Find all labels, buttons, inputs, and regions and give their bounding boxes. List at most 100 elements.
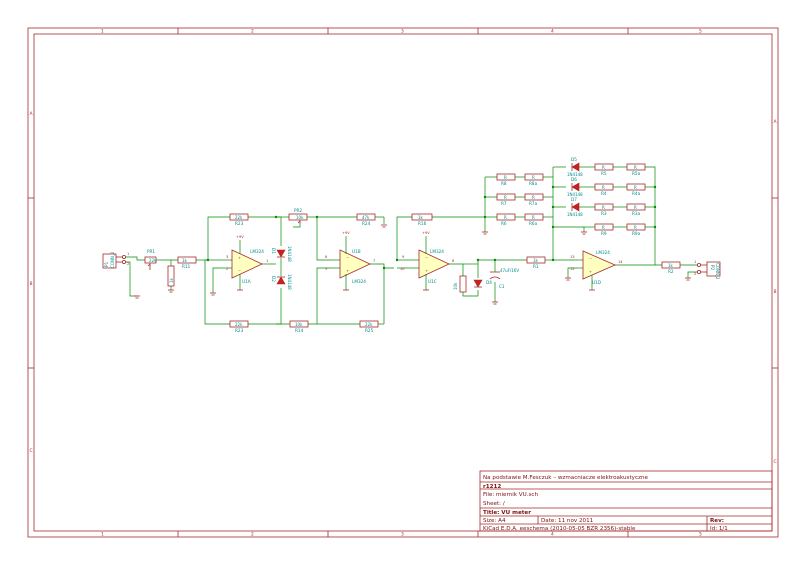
- resistor-r8[interactable]: R R8: [496, 173, 516, 186]
- resistor-r25[interactable]: 22k R25: [359, 320, 379, 333]
- connector-p2[interactable]: P2 CONN_2 1 2: [694, 260, 721, 280]
- resistor-r11[interactable]: 1k R11: [177, 256, 197, 269]
- resistor-r6a[interactable]: R R6a: [524, 213, 544, 226]
- wires: [126, 166, 697, 325]
- svg-text:3: 3: [226, 255, 228, 259]
- pr2-value: 10k: [296, 215, 304, 220]
- svg-text:R: R: [634, 205, 637, 210]
- title-block-date: Date: 11 nov 2011: [541, 518, 594, 524]
- potentiometer-pr1[interactable]: PR1 22k: [144, 249, 157, 270]
- resistor-r24[interactable]: 47k R24: [356, 213, 376, 226]
- r14-value: 10k: [295, 322, 303, 327]
- diode-d4[interactable]: D4: [473, 279, 492, 288]
- r2-value: 1k: [668, 263, 674, 268]
- svg-text:R3: R3: [601, 211, 607, 216]
- r24-value: 47k: [362, 215, 370, 220]
- svg-text:R4a: R4a: [632, 191, 641, 196]
- gnd-symbol-p1: [134, 295, 140, 299]
- diode-d6[interactable]: D6 1N4148: [567, 177, 583, 197]
- power-u1b: +9V: [342, 231, 350, 291]
- capacitor-c1[interactable]: 47uF/16V C1: [489, 268, 519, 289]
- diode-d2[interactable]: 1N4148 D2: [271, 274, 292, 290]
- svg-text:9: 9: [402, 255, 405, 259]
- svg-text:R4: R4: [601, 191, 607, 196]
- title-block-title: Title: VU meter: [483, 510, 531, 516]
- r24-ref: R24: [362, 221, 371, 226]
- diode-d7[interactable]: D7 1N4148: [567, 197, 583, 217]
- resistor-r23-top[interactable]: 22k R23: [229, 213, 249, 226]
- resistor-r1[interactable]: 1k R1: [526, 256, 546, 269]
- resistor-r16[interactable]: 1k R16: [411, 213, 433, 226]
- potentiometer-pr2[interactable]: PR2 10k: [288, 208, 308, 224]
- c1-value: 47uF/16V: [500, 268, 519, 273]
- svg-text:+: +: [589, 270, 592, 274]
- svg-text:R3a: R3a: [632, 211, 641, 216]
- title-block-rev: Rev:: [710, 518, 724, 524]
- r26-value: 10k: [453, 282, 458, 290]
- resistor-r5[interactable]: R R5: [594, 163, 614, 176]
- resistor-r3[interactable]: R R3: [594, 203, 614, 216]
- svg-text:R6a: R6a: [529, 221, 538, 226]
- svg-text:R7a: R7a: [529, 201, 538, 206]
- svg-text:1N4148: 1N4148: [567, 192, 583, 197]
- resistor-r26[interactable]: 10k: [453, 275, 467, 293]
- p1-value: CONN_2: [110, 251, 115, 268]
- diode-d1[interactable]: 1N4148 D1: [271, 246, 292, 262]
- resistor-r2[interactable]: 1k R2: [661, 261, 681, 274]
- svg-text:R6: R6: [501, 221, 507, 226]
- u1c-ref: U1C: [428, 279, 437, 284]
- gnd-symbol-r24: [381, 224, 387, 228]
- p1-pin-2: 2: [127, 262, 129, 266]
- svg-text:+: +: [346, 269, 349, 273]
- u1b-value: LM324: [352, 279, 366, 284]
- d4-ref: D4: [486, 280, 492, 285]
- r16-ref: R16: [418, 221, 427, 226]
- svg-text:R5: R5: [601, 171, 607, 176]
- svg-text:10: 10: [400, 267, 405, 271]
- d2-value: 1N4148: [287, 274, 292, 290]
- svg-text:R: R: [532, 175, 535, 180]
- svg-text:D7: D7: [571, 197, 577, 202]
- svg-text:R: R: [634, 185, 637, 190]
- svg-text:13: 13: [570, 255, 575, 259]
- r2-ref: R2: [668, 269, 674, 274]
- zone-top-4: 4: [551, 29, 554, 35]
- connector-p1[interactable]: P1 CONN_2 1 2: [102, 251, 129, 269]
- resistor-r5a[interactable]: R R5a: [626, 163, 646, 176]
- svg-text:14: 14: [618, 260, 623, 264]
- r13-value: 1k: [169, 277, 174, 283]
- resistor-r23-bottom[interactable]: 22k R23: [229, 320, 249, 333]
- svg-text:R: R: [532, 195, 535, 200]
- svg-text:−: −: [425, 256, 428, 260]
- svg-text:R: R: [602, 165, 605, 170]
- r1-ref: R1: [533, 264, 539, 269]
- resistor-r8a[interactable]: R R8a: [524, 173, 544, 186]
- resistor-r9[interactable]: R R9: [594, 223, 614, 236]
- resistor-r7[interactable]: R R7: [496, 193, 516, 206]
- resistor-r4[interactable]: R R4: [594, 183, 614, 196]
- resistor-r4a[interactable]: R R4a: [626, 183, 646, 196]
- zone-right-a: A: [774, 119, 777, 125]
- u1c-vcc: +9V: [422, 231, 430, 235]
- zone-bottom-3: 3: [401, 532, 404, 538]
- resistor-r3a[interactable]: R R3a: [626, 203, 646, 216]
- opamp-u1a[interactable]: 32 +− 1 LM324 U1A: [226, 249, 268, 284]
- diode-d5[interactable]: D5 1N4148: [567, 157, 583, 177]
- svg-text:R7: R7: [501, 201, 507, 206]
- gnd-symbol-r13: [168, 289, 174, 293]
- zone-bottom-2: 2: [251, 532, 254, 538]
- resistor-r7a[interactable]: R R7a: [524, 193, 544, 206]
- title-block-comment: Na podstawie M.Fesczuk – wzmacniacze ele…: [483, 475, 649, 481]
- r25-value: 22k: [365, 322, 373, 327]
- p1-pin-1: 1: [127, 252, 129, 256]
- opamp-u1c[interactable]: 910 −+ 8 LM324 U1C: [400, 249, 455, 284]
- svg-text:R: R: [602, 225, 605, 230]
- resistor-r14[interactable]: 10k R14: [289, 320, 309, 333]
- resistor-r13[interactable]: 1k: [167, 265, 175, 287]
- resistor-r6[interactable]: R R6: [496, 213, 516, 226]
- power-u1a: +9V: [236, 235, 244, 291]
- zone-right-c: C: [774, 459, 777, 465]
- opamp-u1b[interactable]: 65 −+ 7 U1B LM324: [325, 249, 375, 284]
- resistor-r9a[interactable]: R R9a: [626, 223, 646, 236]
